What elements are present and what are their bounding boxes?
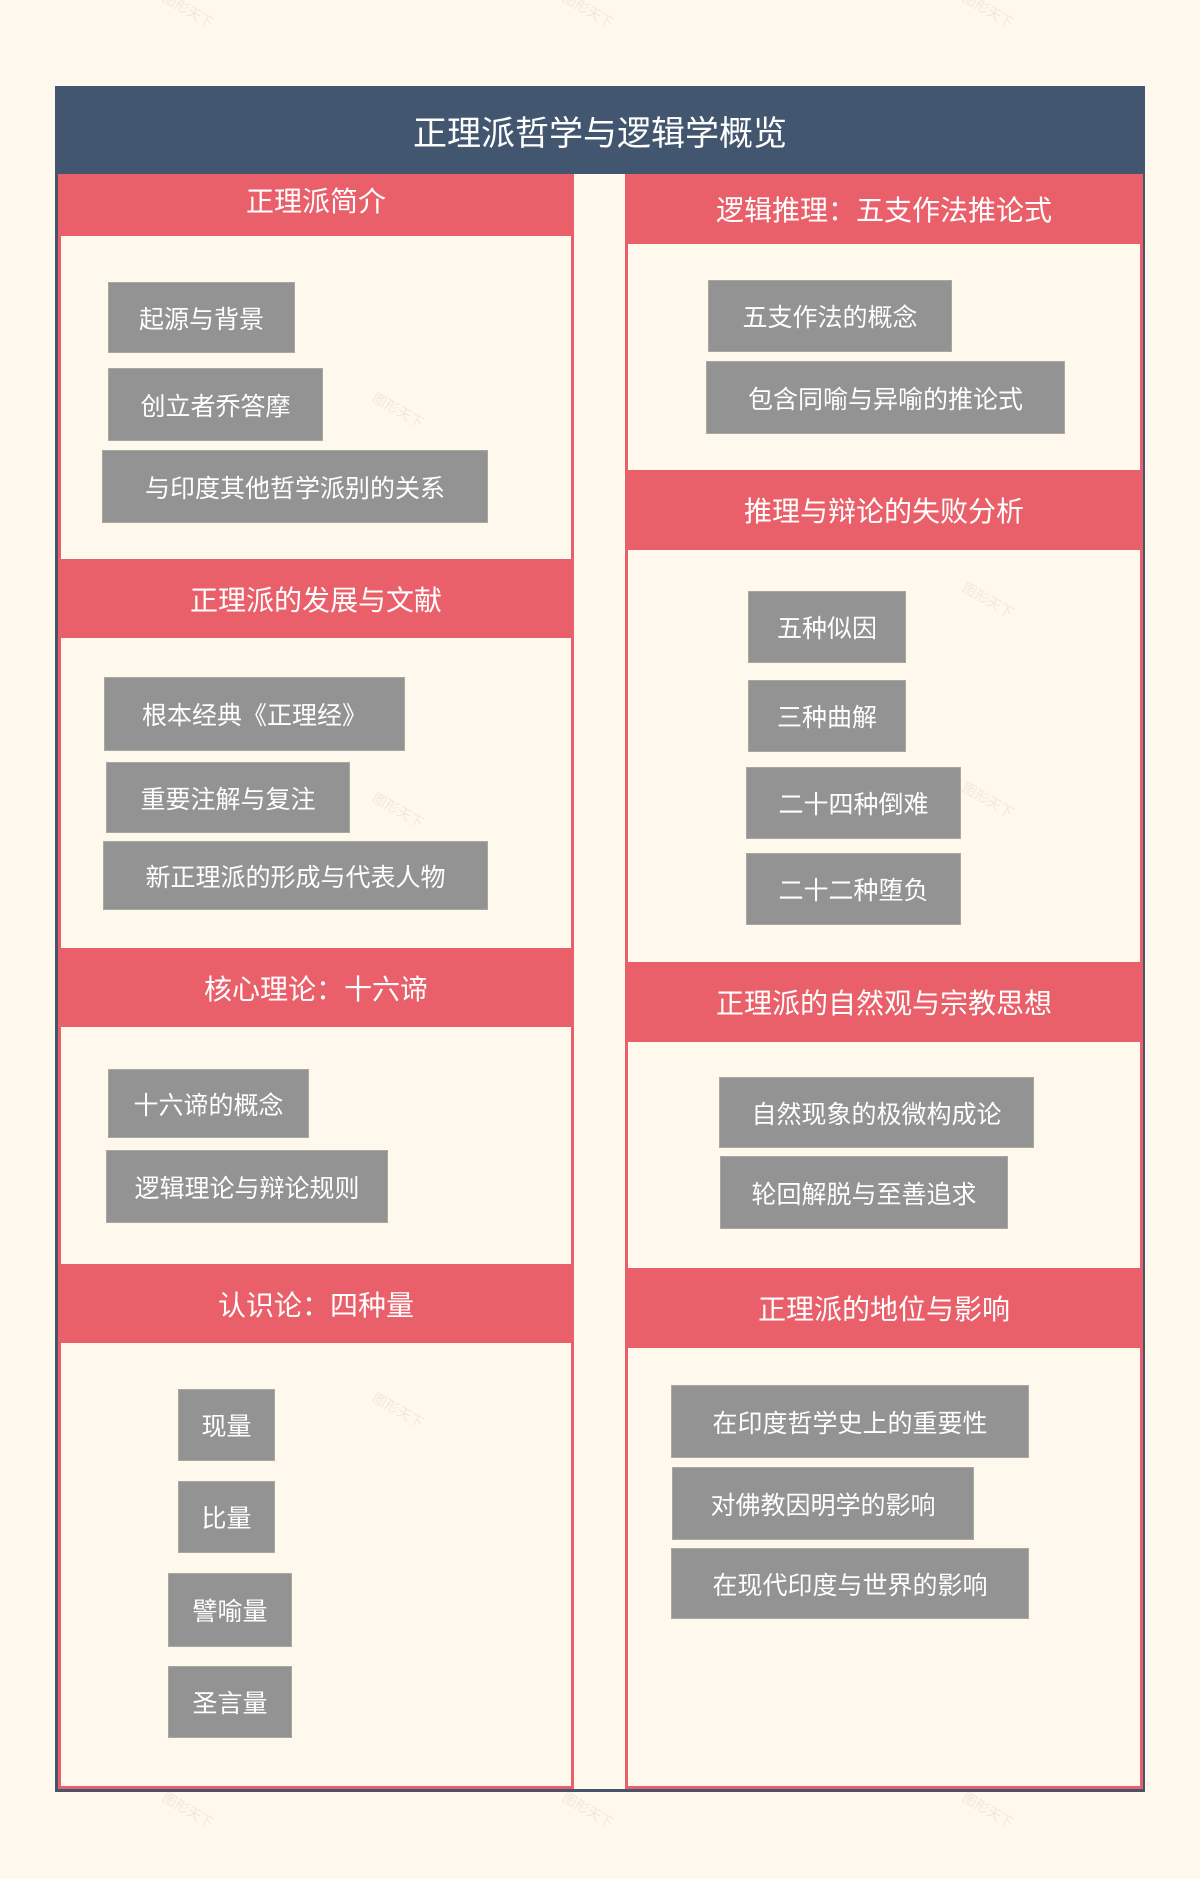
watermark: 图形天下: [159, 1789, 216, 1832]
watermark: 图形天下: [959, 0, 1016, 32]
topic-box[interactable]: 三种曲解: [748, 680, 906, 752]
topic-label: 新正理派的形成与代表人物: [145, 862, 446, 892]
topic-box[interactable]: 创立者乔答摩: [108, 368, 323, 441]
topic-box[interactable]: 包含同喻与异喻的推论式: [706, 361, 1065, 434]
topic-box[interactable]: 自然现象的极微构成论: [719, 1077, 1034, 1148]
topic-box[interactable]: 比量: [178, 1481, 275, 1553]
section-title: 推理与辩论的失败分析: [743, 495, 1024, 528]
topic-box[interactable]: 根本经典《正理经》: [104, 677, 405, 751]
topic-label: 重要注解与复注: [140, 784, 316, 814]
topic-label: 在印度哲学史上的重要性: [712, 1408, 988, 1438]
topic-box[interactable]: 在现代印度与世界的影响: [671, 1548, 1029, 1619]
topic-label: 自然现象的极微构成论: [751, 1099, 1002, 1129]
section-header-five-membered-syllogism: 逻辑推理：五支作法推论式: [625, 174, 1143, 244]
topic-box[interactable]: 与印度其他哲学派别的关系: [102, 450, 488, 523]
topic-box[interactable]: 起源与背景: [108, 282, 295, 353]
section-header-fallacy-analysis: 推理与辩论的失败分析: [625, 470, 1143, 550]
topic-box[interactable]: 新正理派的形成与代表人物: [103, 841, 488, 910]
topic-label: 逻辑理论与辩论规则: [134, 1173, 360, 1203]
watermark: 图形天下: [559, 1789, 616, 1832]
topic-box[interactable]: 二十四种倒难: [746, 767, 961, 839]
topic-label: 包含同喻与异喻的推论式: [747, 384, 1023, 414]
topic-label: 譬喻量: [192, 1597, 268, 1626]
section-header-sixteen-categories: 核心理论：十六谛: [58, 948, 574, 1027]
topic-label: 创立者乔答摩: [140, 391, 291, 421]
topic-box[interactable]: 轮回解脱与至善追求: [720, 1156, 1008, 1229]
topic-box[interactable]: 圣言量: [168, 1666, 292, 1738]
topic-label: 与印度其他哲学派别的关系: [144, 473, 445, 503]
topic-label: 在现代印度与世界的影响: [712, 1570, 988, 1600]
page-title-bar: 正理派哲学与逻辑学概览: [55, 86, 1145, 174]
topic-box[interactable]: 逻辑理论与辩论规则: [106, 1150, 388, 1223]
section-title: 正理派简介: [245, 185, 386, 218]
topic-label: 三种曲解: [776, 703, 877, 732]
section-title: 正理派的地位与影响: [757, 1293, 1010, 1326]
topic-box[interactable]: 在印度哲学史上的重要性: [671, 1385, 1029, 1458]
section-header-nature-religion: 正理派的自然观与宗教思想: [625, 962, 1143, 1042]
watermark: 图形天下: [959, 1789, 1016, 1832]
topic-label: 根本经典《正理经》: [141, 701, 367, 730]
section-title: 核心理论：十六谛: [203, 972, 428, 1006]
topic-label: 轮回解脱与至善追求: [751, 1179, 977, 1209]
section-header-status-influence: 正理派的地位与影响: [625, 1268, 1143, 1348]
page-title: 正理派哲学与逻辑学概览: [413, 113, 787, 154]
topic-box[interactable]: 五种似因: [748, 591, 906, 663]
topic-label: 二十四种倒难: [778, 790, 929, 819]
topic-box[interactable]: 五支作法的概念: [708, 280, 952, 352]
watermark: 图形天下: [559, 0, 616, 32]
topic-label: 五支作法的概念: [742, 303, 918, 332]
topic-box[interactable]: 十六谛的概念: [108, 1069, 309, 1138]
section-header-intro: 正理派简介: [58, 174, 574, 236]
topic-label: 五种似因: [776, 614, 877, 643]
topic-box[interactable]: 譬喻量: [168, 1573, 292, 1647]
topic-label: 现量: [201, 1412, 252, 1441]
section-header-development: 正理派的发展与文献: [58, 559, 574, 638]
section-title: 认识论：四种量: [217, 1288, 414, 1322]
topic-label: 对佛教因明学的影响: [710, 1490, 936, 1520]
topic-box[interactable]: 重要注解与复注: [106, 762, 350, 833]
topic-label: 十六谛的概念: [133, 1090, 284, 1120]
section-title: 正理派的自然观与宗教思想: [715, 987, 1052, 1020]
topic-label: 二十二种堕负: [778, 876, 929, 905]
section-title: 正理派的发展与文献: [189, 583, 442, 617]
topic-label: 圣言量: [192, 1689, 268, 1718]
section-title: 逻辑推理：五支作法推论式: [715, 194, 1052, 227]
section-header-epistemology: 认识论：四种量: [58, 1264, 574, 1343]
topic-label: 比量: [201, 1504, 252, 1533]
topic-label: 起源与背景: [138, 304, 264, 334]
topic-box[interactable]: 二十二种堕负: [746, 853, 961, 925]
topic-box[interactable]: 现量: [178, 1389, 275, 1461]
watermark: 图形天下: [159, 0, 216, 32]
topic-box[interactable]: 对佛教因明学的影响: [672, 1467, 974, 1540]
